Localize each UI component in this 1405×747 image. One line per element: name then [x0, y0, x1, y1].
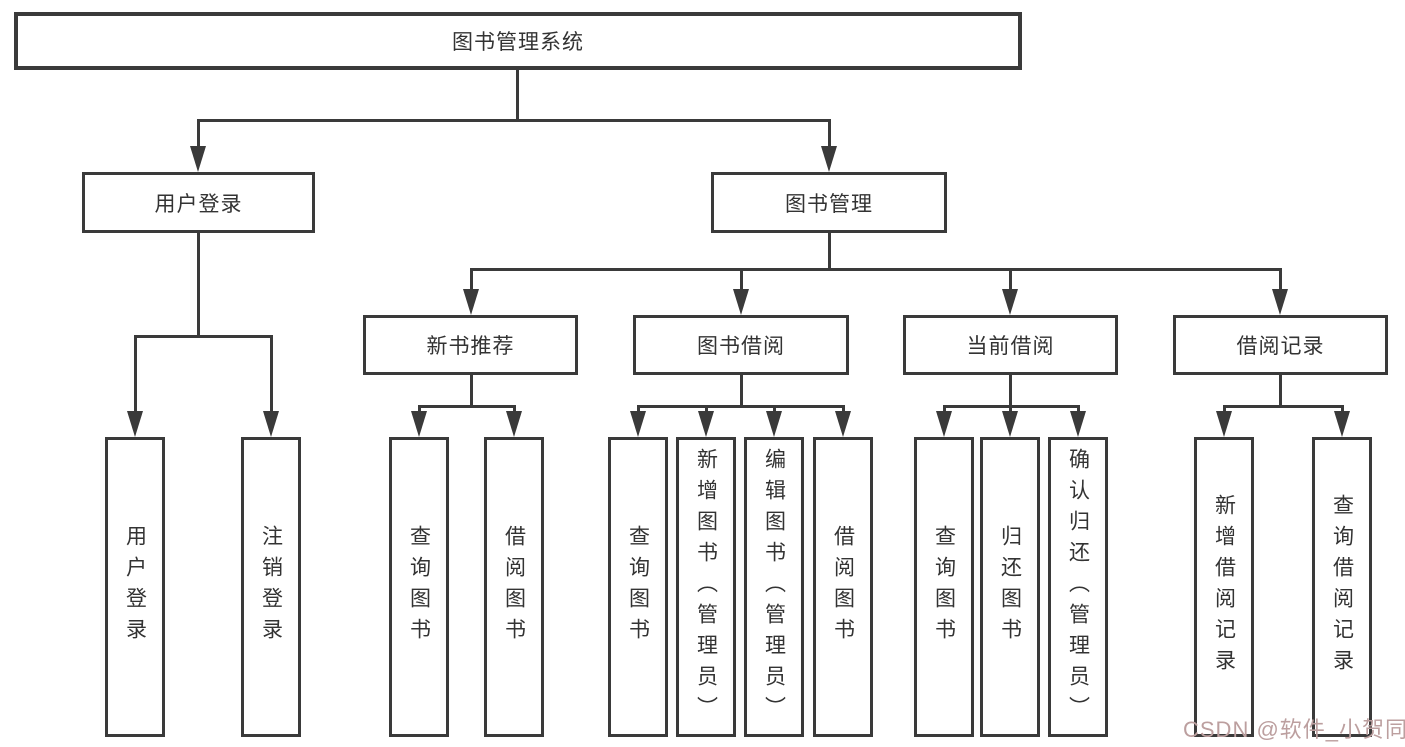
leaf-add-borrow-record: 新增借阅记录: [1194, 437, 1254, 737]
connector-line: [637, 405, 845, 408]
node-label: 确认归还（管理员）: [1066, 447, 1090, 727]
node-borrow-records: 借阅记录: [1173, 315, 1388, 375]
connector-line: [740, 268, 743, 294]
node-label: 查询借阅记录: [1330, 494, 1354, 680]
connector-line: [740, 375, 743, 408]
node-library-system: 图书管理系统: [14, 12, 1022, 70]
leaf-edit-book-admin: 编辑图书（管理员）: [744, 437, 804, 737]
arrowhead-icon: [506, 411, 522, 437]
leaf-return-book: 归还图书: [980, 437, 1040, 737]
connector-line: [270, 335, 273, 415]
arrowhead-icon: [630, 411, 646, 437]
connector-line: [470, 375, 473, 408]
leaf-confirm-return-admin: 确认归还（管理员）: [1048, 437, 1108, 737]
leaf-add-book-admin: 新增图书（管理员）: [676, 437, 736, 737]
node-label: 新增借阅记录: [1212, 494, 1236, 680]
arrowhead-icon: [766, 411, 782, 437]
arrowhead-icon: [1216, 411, 1232, 437]
node-label: 用户登录: [154, 192, 243, 216]
connector-line: [516, 70, 519, 120]
node-label: 编辑图书（管理员）: [762, 447, 786, 727]
connector-line: [1009, 375, 1012, 408]
arrowhead-icon: [1334, 411, 1350, 437]
connector-line: [1223, 405, 1344, 408]
arrowhead-icon: [1272, 289, 1288, 315]
connector-line: [828, 233, 831, 271]
node-book-management: 图书管理: [711, 172, 947, 233]
connector-line: [1279, 375, 1282, 408]
leaf-query-books-recommend: 查询图书: [389, 437, 449, 737]
node-label: 当前借阅: [966, 335, 1055, 358]
arrowhead-icon: [835, 411, 851, 437]
connector-line: [134, 335, 273, 338]
leaf-query-books-borrow: 查询图书: [608, 437, 668, 737]
node-label: 归还图书: [998, 525, 1022, 649]
node-label: 借阅记录: [1236, 335, 1325, 358]
node-label: 新增图书（管理员）: [694, 447, 718, 727]
node-label: 图书借阅: [697, 335, 785, 358]
arrowhead-icon: [127, 411, 143, 437]
arrowhead-icon: [733, 289, 749, 315]
leaf-borrow-books-recommend: 借阅图书: [484, 437, 544, 737]
csdn-watermark: CSDN @软件_小贺同学: [1183, 717, 1405, 742]
arrowhead-icon: [463, 289, 479, 315]
leaf-borrow-books: 借阅图书: [813, 437, 873, 737]
node-label: 查询图书: [626, 525, 650, 649]
arrowhead-icon: [1002, 289, 1018, 315]
arrowhead-icon: [411, 411, 427, 437]
node-new-book-recommend: 新书推荐: [363, 315, 578, 375]
node-label: 新书推荐: [426, 335, 515, 358]
arrowhead-icon: [698, 411, 714, 437]
connector-line: [134, 335, 137, 415]
connector-line: [197, 233, 200, 336]
arrowhead-icon: [190, 146, 206, 172]
node-current-borrow: 当前借阅: [903, 315, 1118, 375]
node-book-borrow: 图书借阅: [633, 315, 849, 375]
leaf-query-borrow-record: 查询借阅记录: [1312, 437, 1372, 737]
node-label: 查询图书: [932, 525, 956, 649]
leaf-query-books-current: 查询图书: [914, 437, 974, 737]
connector-line: [418, 405, 516, 408]
arrowhead-icon: [1070, 411, 1086, 437]
node-label: 借阅图书: [831, 525, 855, 649]
arrowhead-icon: [263, 411, 279, 437]
connector-line: [470, 268, 1282, 271]
arrowhead-icon: [821, 146, 837, 172]
connector-line: [1279, 268, 1282, 294]
connector-line: [197, 119, 831, 122]
connector-line: [197, 119, 200, 151]
node-label: 图书管理: [785, 192, 873, 216]
node-label: 借阅图书: [502, 525, 526, 649]
node-label: 用户登录: [123, 525, 147, 649]
node-label: 图书管理系统: [452, 31, 584, 54]
connector-line: [828, 119, 831, 151]
connector-line: [470, 268, 473, 294]
connector-line: [1009, 268, 1012, 294]
node-label: 查询图书: [407, 525, 431, 649]
leaf-user-login: 用户登录: [105, 437, 165, 737]
node-user-login: 用户登录: [82, 172, 315, 233]
arrowhead-icon: [936, 411, 952, 437]
arrowhead-icon: [1002, 411, 1018, 437]
node-label: 注销登录: [259, 525, 283, 649]
leaf-logout: 注销登录: [241, 437, 301, 737]
